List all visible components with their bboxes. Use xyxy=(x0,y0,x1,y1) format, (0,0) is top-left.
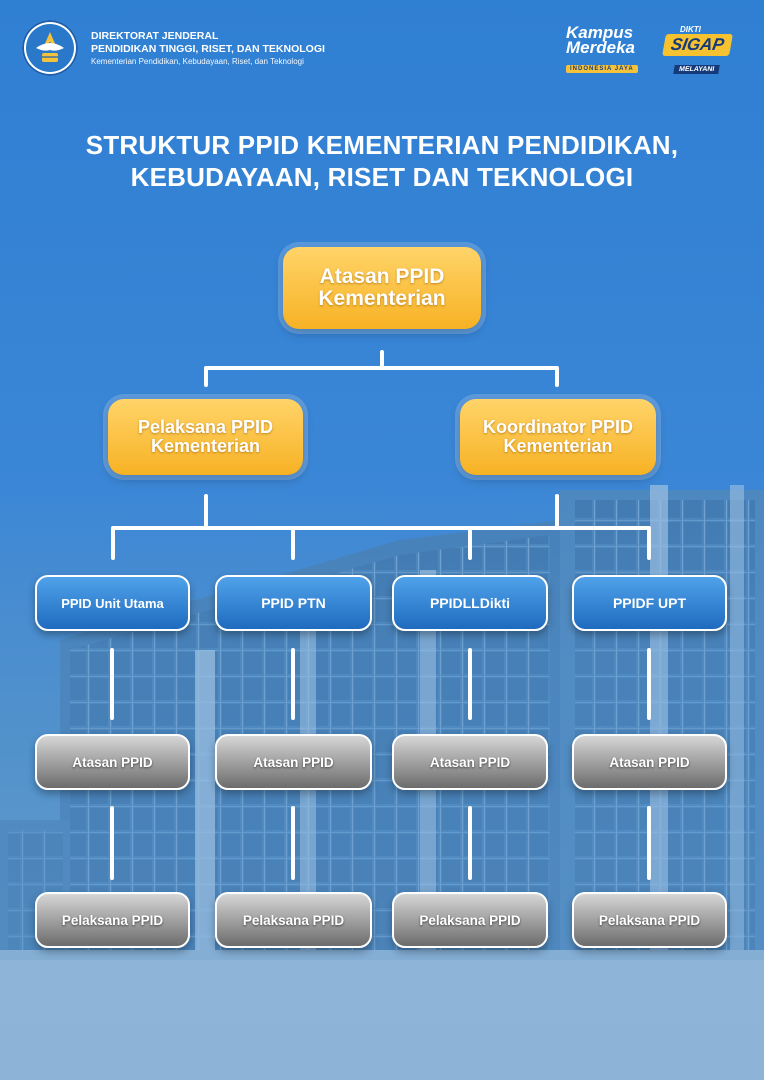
node-unit-label: PPID PTN xyxy=(261,595,326,611)
node-pelaksana-label: Pelaksana PPID xyxy=(242,912,345,928)
node-ppid-lldikti: PPIDLLDikti xyxy=(392,575,548,631)
tut-wuri-handayani-logo xyxy=(22,20,78,76)
connector-level2 xyxy=(111,494,651,560)
node-root-line2: Kementerian xyxy=(318,287,446,310)
node-unit-label: PPIDLLDikti xyxy=(429,595,511,611)
node-atasan-label: Atasan PPID xyxy=(72,754,153,770)
org-name-line2: PENDIDIKAN TINGGI, RISET, DAN TEKNOLOGI xyxy=(91,43,325,55)
node-pelaksana-label: Pelaksana PPID xyxy=(598,912,701,928)
sigap-dikti-label: DIKTI xyxy=(680,25,701,34)
node-atasan-label: Atasan PPID xyxy=(253,754,334,770)
node-level2-left-line2: Kementerian xyxy=(150,436,261,456)
node-atasan-ppid: Atasan PPID xyxy=(392,734,548,790)
node-pelaksana-ppid: Pelaksana PPID xyxy=(35,892,190,948)
kampus-merdeka-tagline: INDONESIA JAYA xyxy=(566,65,638,73)
node-atasan-ppid: Atasan PPID xyxy=(572,734,727,790)
node-root-line1: Atasan PPID xyxy=(319,265,445,288)
node-pelaksana-ppid: Pelaksana PPID xyxy=(215,892,372,948)
page-title-line2: KEBUDAYAAN, RISET DAN TEKNOLOGI xyxy=(130,162,634,192)
connector-root xyxy=(204,350,559,387)
node-atasan-label: Atasan PPID xyxy=(429,754,511,770)
node-atasan-ppid: Atasan PPID xyxy=(35,734,190,790)
kampus-merdeka-logo: Kampus Merdeka INDONESIA JAYA xyxy=(566,23,638,74)
node-atasan-label: Atasan PPID xyxy=(609,754,690,770)
kampus-merdeka-word1: Kampus xyxy=(566,23,634,42)
node-level2-left-line1: Pelaksana PPID xyxy=(137,417,274,437)
node-pelaksana-ppid-kementerian: Pelaksana PPID Kementerian xyxy=(108,399,303,475)
node-atasan-ppid-kementerian: Atasan PPID Kementerian xyxy=(283,247,481,329)
node-koordinator-ppid-kementerian: Koordinator PPID Kementerian xyxy=(460,399,656,475)
node-pelaksana-ppid: Pelaksana PPID xyxy=(572,892,727,948)
node-level2-right-line2: Kementerian xyxy=(503,436,613,456)
node-atasan-ppid: Atasan PPID xyxy=(215,734,372,790)
kampus-merdeka-word2: Merdeka xyxy=(566,38,635,57)
node-pelaksana-label: Pelaksana PPID xyxy=(419,912,521,928)
page-title-line1: STRUKTUR PPID KEMENTERIAN PENDIDIKAN, xyxy=(85,130,679,160)
node-ppid-upt: PPIDF UPT xyxy=(572,575,727,631)
node-pelaksana-label: Pelaksana PPID xyxy=(61,912,164,928)
node-unit-label: PPIDF UPT xyxy=(612,595,687,611)
node-unit-label: PPID Unit Utama xyxy=(61,595,164,611)
org-name-line1: DIREKTORAT JENDERAL xyxy=(91,30,219,42)
node-ppid-ptn: PPID PTN xyxy=(215,575,372,631)
garuda-emblem-icon xyxy=(26,24,74,72)
node-ppid-unit-utama: PPID Unit Utama xyxy=(35,575,190,631)
node-pelaksana-ppid: Pelaksana PPID xyxy=(392,892,548,948)
dikti-sigap-logo: DIKTI SIGAP MELAYANI xyxy=(662,25,738,75)
node-level2-right-line1: Koordinator PPID xyxy=(482,417,633,437)
org-name-line3: Kementerian Pendidikan, Kebudayaan, Rise… xyxy=(91,57,304,66)
